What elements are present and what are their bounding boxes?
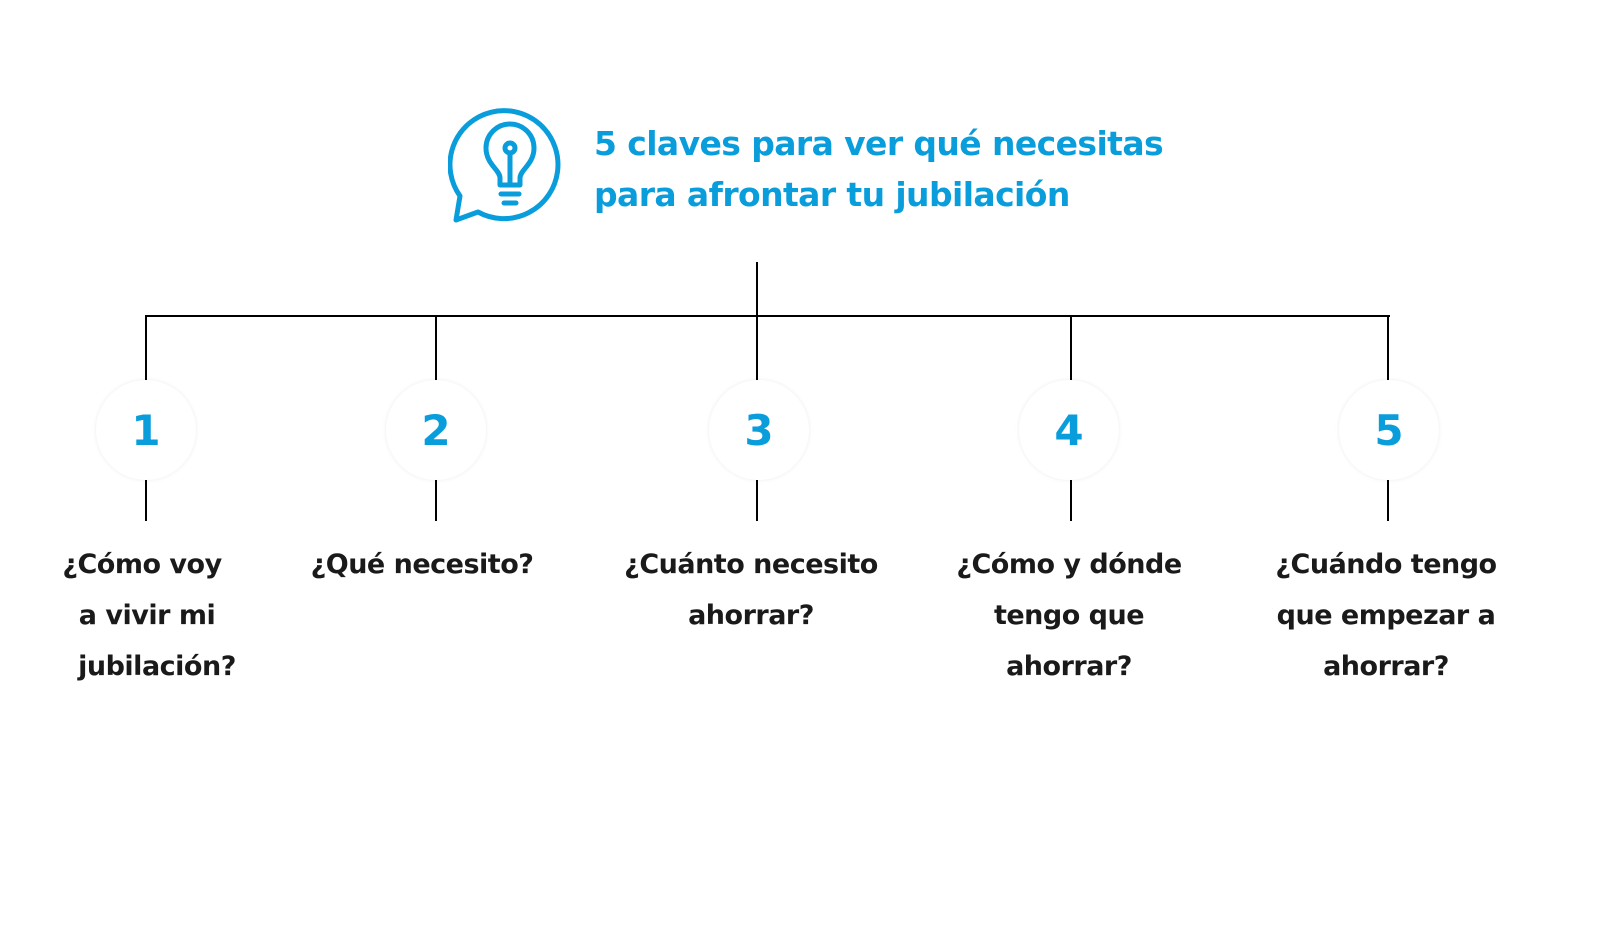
branch-line-3-top	[756, 316, 758, 380]
horizontal-branch-line	[145, 315, 1390, 317]
step-1-line-2: a vivir mi	[78, 600, 216, 631]
branch-line-5-top	[1387, 316, 1389, 380]
branch-line-2-bottom	[435, 480, 437, 521]
diagram-title: 5 claves para ver qué necesitas para afr…	[594, 118, 1164, 220]
step-4-line-3: ahorrar?	[1006, 651, 1132, 682]
title-line-1: 5 claves para ver qué necesitas	[594, 124, 1164, 163]
step-1-line-3: jubilación?	[78, 651, 236, 682]
step-2-line-1: ¿Qué necesito?	[310, 549, 534, 580]
step-1-label: ¿Cómo voy a vivir mi jubilación?	[12, 539, 272, 692]
step-5-line-2: que empezar a	[1276, 600, 1496, 631]
lightbulb-speech-bubble-icon	[448, 108, 561, 223]
branch-line-4-top	[1070, 316, 1072, 380]
step-2-number: 2	[386, 380, 486, 480]
step-4-label: ¿Cómo y dónde tengo que ahorrar?	[939, 539, 1199, 692]
step-3-label: ¿Cuánto necesito ahorrar?	[621, 539, 881, 641]
step-5-line-3: ahorrar?	[1323, 651, 1449, 682]
step-4-line-1: ¿Cómo y dónde	[956, 549, 1182, 580]
step-5-line-1: ¿Cuándo tengo	[1275, 549, 1497, 580]
step-2-label: ¿Qué necesito?	[292, 539, 552, 590]
step-3-number: 3	[709, 380, 809, 480]
trunk-line	[756, 262, 758, 317]
title-line-2: para afrontar tu jubilación	[594, 175, 1070, 214]
branch-line-2-top	[435, 316, 437, 380]
branch-line-5-bottom	[1387, 480, 1389, 521]
step-3-line-2: ahorrar?	[688, 600, 814, 631]
branch-line-1-bottom	[145, 480, 147, 521]
branch-line-3-bottom	[756, 480, 758, 521]
step-5-label: ¿Cuándo tengo que empezar a ahorrar?	[1256, 539, 1516, 692]
step-5-number: 5	[1339, 380, 1439, 480]
step-4-line-2: tengo que	[993, 600, 1145, 631]
step-1-line-1: ¿Cómo voy	[62, 549, 222, 580]
step-1-number: 1	[96, 380, 196, 480]
step-3-line-1: ¿Cuánto necesito	[624, 549, 878, 580]
step-4-number: 4	[1019, 380, 1119, 480]
branch-line-4-bottom	[1070, 480, 1072, 521]
branch-line-1-top	[145, 316, 147, 380]
